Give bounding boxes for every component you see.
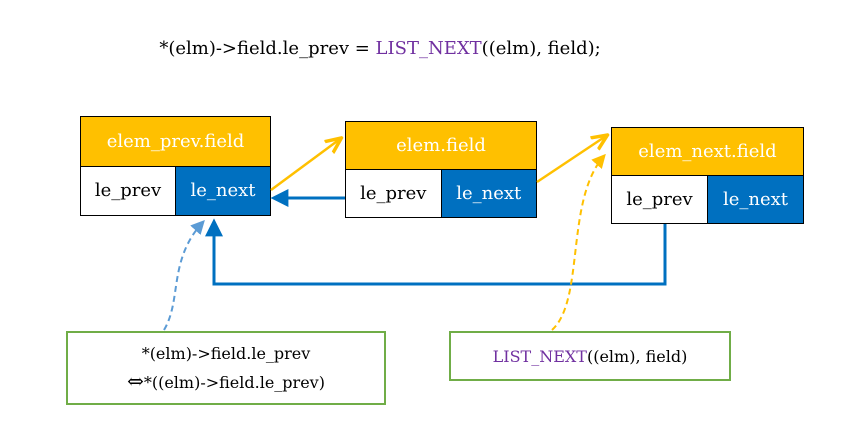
formula-macro: LIST_NEXT (375, 38, 482, 59)
node-elem-prev: elem_prev.field le_prev le_next (80, 116, 271, 216)
node-elem-prev-row: le_prev le_next (81, 166, 270, 215)
note-equivalence-line1: *(elm)->field.le_prev (141, 343, 311, 363)
node-elem-next-row: le_prev le_next (612, 176, 803, 223)
note-list-next: LIST_NEXT((elm), field) (449, 331, 731, 381)
node-elem-prev-le-prev: le_prev (81, 166, 176, 215)
dashed-arrow-note-to-next-field (551, 153, 606, 331)
note-list-next-text: LIST_NEXT((elm), field) (493, 347, 688, 366)
node-elem: elem.field le_prev le_next (345, 121, 537, 218)
note-equivalence-line2: *((elm)->field.le_prev) (143, 372, 325, 392)
formula-title: *(elm)->field.le_prev = LIST_NEXT((elm),… (0, 38, 760, 59)
node-elem-prev-header: elem_prev.field (81, 117, 270, 167)
arrow-elem-next-to-next (536, 136, 606, 184)
node-elem-prev-le-next: le_next (176, 166, 270, 215)
node-elem-header: elem.field (346, 122, 536, 170)
formula-lhs: *(elm)->field.le_prev = (159, 38, 376, 59)
arrow-prev-next-to-elem (270, 139, 340, 192)
node-elem-le-next: le_next (441, 170, 536, 217)
node-elem-next-le-prev: le_prev (612, 176, 708, 223)
node-elem-next-le-next: le_next (708, 176, 803, 223)
note-list-next-macro: LIST_NEXT (492, 346, 587, 366)
note-list-next-rest: ((elm), field) (586, 346, 688, 366)
node-elem-next: elem_next.field le_prev le_next (611, 127, 804, 224)
dashed-arrow-note-to-prev-next (163, 219, 205, 331)
equivalence-icon: ⇔ (127, 368, 144, 393)
node-elem-le-prev: le_prev (346, 170, 442, 217)
arrow-next-prev-to-prev-next (205, 218, 667, 286)
formula-rhs: ((elm), field); (481, 38, 601, 59)
node-elem-row: le_prev le_next (346, 170, 536, 217)
note-equivalence: *(elm)->field.le_prev ⇔*((elm)->field.le… (66, 331, 386, 405)
note-equivalence-line2-wrap: ⇔*((elm)->field.le_prev) (127, 369, 325, 393)
node-elem-next-header: elem_next.field (612, 128, 803, 176)
